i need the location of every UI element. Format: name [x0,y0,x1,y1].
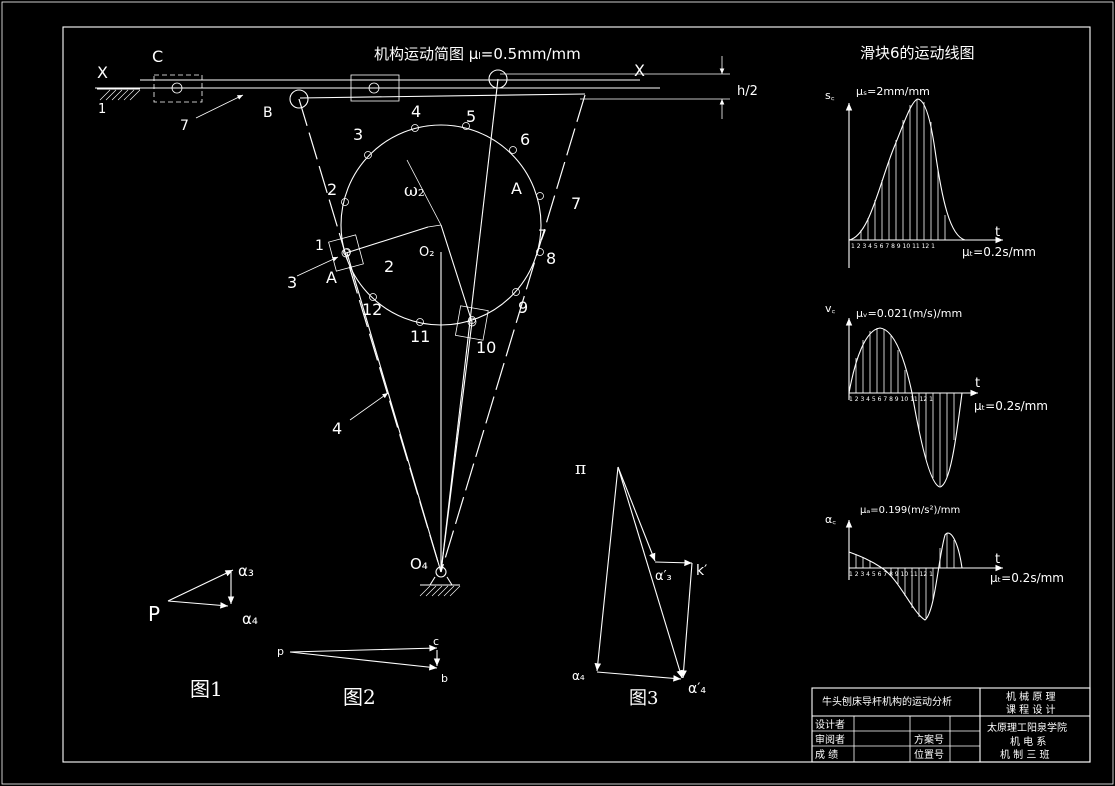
slider-c-label: C [152,47,163,66]
tb-school: 太原理工阳泉学院 [987,721,1067,734]
tb-designer: 设计者 [815,718,845,731]
fig3-caption: 图3 [629,688,658,709]
figure-3-acceleration-polygon: π α′₃ k′ α₄ α′₄ 图3 [572,459,707,709]
tb-grade: 成 绩 [815,748,838,761]
displacement-plot: s꜀ μₛ=2mm/mm t 1 2 3 4 5 6 7 8 9 10 11 1… [825,85,1036,268]
pivot-o4 [435,566,447,578]
v-axis-label: v꜀ [825,302,836,315]
point-a-top-label: A [511,179,522,198]
joint-b-label: B [263,105,273,121]
omega-label: ω₂ [404,181,425,201]
fig2-b-label: b [441,672,448,685]
link-7-rod-label: 7 [571,194,581,213]
fig1-caption: 图1 [190,677,223,701]
figure-2-velocity-polygon: p c b 图2 [277,635,448,709]
x-left-label: X [97,63,108,82]
link-2-label: 2 [384,257,394,276]
svg-text:11: 11 [410,327,430,346]
fig3-a4p-label: α′₄ [688,681,706,697]
o2-label: O₂ [419,245,434,260]
svg-text:9: 9 [518,298,528,317]
fig2-caption: 图2 [343,685,376,709]
svg-text:2: 2 [327,180,337,199]
title-block: 牛头刨床导杆机构的运动分析 机 械 原 理 课 程 设 计 设计者 审阅者 成 … [811,687,1091,763]
fig1-p-label: P [148,602,160,626]
mechanism-diagram: 机构运动简图 μₗ=0.5mm/mm h/2 X X 1 C B [95,45,758,597]
a-axis-label: α꜀ [825,513,836,526]
point-a-left-label: A [326,268,337,287]
tb-course2: 课 程 设 计 [1006,703,1056,716]
a-scale: μₐ=0.199(m/s²)/mm [860,505,960,516]
fig1-a3-label: α₃ [238,562,254,580]
acceleration-plot: α꜀ μₐ=0.199(m/s²)/mm t 1 2 3 4 5 6 7 8 9… [825,505,1064,621]
frame-number-1: 1 [98,102,106,117]
s-t-label: t [995,225,1000,240]
crank-circle [340,124,542,326]
slider-a-bottom [454,305,489,341]
fig2-p-label: p [277,645,284,658]
svg-text:5: 5 [466,107,476,126]
svg-text:6: 6 [520,130,530,149]
x-right-label: X [634,61,645,80]
o4-label: O₄ [410,555,428,573]
link-4-label: 4 [332,419,342,438]
slider-3-label: 3 [287,273,297,292]
crank-positions [341,122,544,326]
a-t-label: t [995,552,1000,567]
joint-b2 [488,69,508,89]
v-ticks: 1 2 3 4 5 6 7 8 9 10 11 12 1 [849,396,933,403]
v-scale: μᵥ=0.021(m/s)/mm [856,307,962,320]
h2-label: h/2 [737,84,758,99]
link-7-label: 7 [180,118,189,134]
svg-text:1: 1 [315,238,324,254]
motion-curves: 滑块6的运动线图 s꜀ μₛ=2mm/mm t 1 2 3 4 5 6 7 8 … [825,44,1064,621]
svg-text:8: 8 [546,249,556,268]
svg-text:10: 10 [476,338,496,357]
v-tscale: μₜ=0.2s/mm [974,399,1048,413]
v-t-label: t [975,376,980,391]
fig2-c-label: c [433,635,439,648]
svg-text:3: 3 [353,125,363,144]
tb-class: 机 制 三 班 [1000,748,1050,761]
tb-reviewer: 审阅者 [815,733,845,746]
slider-c [153,74,203,103]
svg-text:4: 4 [411,102,421,121]
fig1-a4-label: α₄ [242,610,258,628]
tb-course1: 机 械 原 理 [1006,690,1056,703]
svg-text:12: 12 [362,300,382,319]
s-scale: μₛ=2mm/mm [856,85,930,98]
tb-dept: 机 电 系 [1010,735,1046,748]
figure-1-velocity-polygon: P α₃ α₄ 图1 [148,562,258,701]
a-tscale: μₜ=0.2s/mm [990,571,1064,585]
inner-frame [62,26,1091,763]
velocity-plot: v꜀ μᵥ=0.021(m/s)/mm t 1 2 3 4 5 6 7 8 9 … [825,302,1048,488]
tb-project: 牛头刨床导杆机构的运动分析 [822,695,952,708]
joint-b [289,89,309,109]
fig3-a3p-label: α′₃ [655,569,672,584]
crank-position-7: 7 [538,228,547,244]
tb-plan-no: 方案号 [914,733,944,746]
fig3-a4-label: α₄ [572,669,585,683]
slider-a-left [328,234,364,272]
side-title: 滑块6的运动线图 [860,44,975,62]
s-ticks: 1 2 3 4 5 6 7 8 9 10 11 12 1 [851,243,935,250]
s-tscale: μₜ=0.2s/mm [962,245,1036,259]
fig3-kp-label: k′ [696,563,707,579]
tb-pos-no: 位置号 [914,748,944,761]
a-ticks: 1 2 3 4 5 6 7 8 9 10 11 12 1 [849,571,933,578]
slider-mid [350,74,400,102]
fig3-pi-label: π [575,459,586,479]
main-title: 机构运动简图 μₗ=0.5mm/mm [374,45,581,63]
crank-position-labels: 1 2 3 4 5 6 8 9 10 11 12 [315,102,556,357]
s-axis-label: s꜀ [825,89,835,102]
